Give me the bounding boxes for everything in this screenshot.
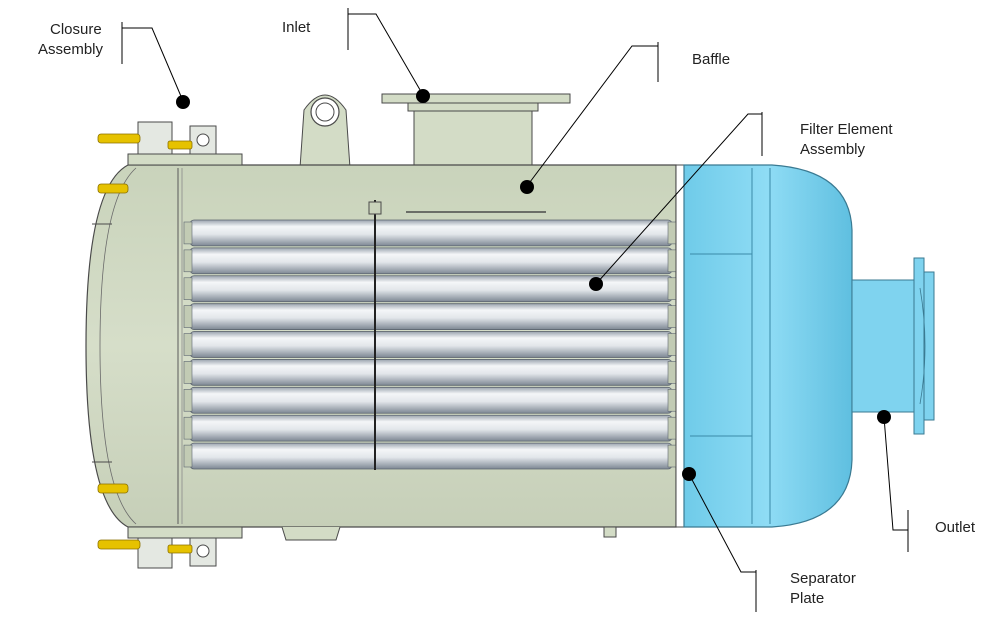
callout-dot-closure (176, 95, 190, 109)
label-closure-assembly: Closure Assembly (38, 20, 103, 60)
leader-closure (121, 22, 184, 102)
filter-element-end-cap (183, 444, 193, 468)
filter-element-tube (189, 359, 673, 386)
filter-element-tube (189, 386, 673, 414)
label-separator-plate: Separator Plate (790, 569, 856, 609)
callout-dot-outlet (877, 410, 891, 424)
filter-element-tube (189, 442, 673, 470)
leader-baffle (526, 42, 659, 187)
label-closure-line2: Assembly (38, 41, 104, 58)
filter-element-end-cap (667, 333, 677, 356)
filter-element-tube (189, 331, 673, 358)
label-filter-element-assembly: Filter Element Assembly (800, 120, 893, 160)
leader-separator (688, 473, 757, 612)
label-closure-line1: Closure (50, 21, 102, 38)
filter-element-end-cap (183, 389, 193, 412)
filter-element-tube (189, 247, 673, 275)
label-separator-line1: Separator (790, 570, 856, 587)
filter-element-end-cap (183, 249, 193, 273)
filter-element-end-cap (667, 416, 677, 440)
filter-element-end-cap (667, 361, 677, 384)
label-baffle: Baffle (692, 51, 731, 68)
filter-element-tube (189, 219, 673, 247)
filter-element-assembly (183, 219, 677, 470)
label-outlet: Outlet (935, 519, 976, 536)
filter-element-end-cap (667, 249, 677, 273)
filter-element-end-cap (667, 389, 677, 412)
label-separator-line2: Plate (790, 590, 825, 607)
closure-assembly (92, 121, 243, 569)
filter-element-end-cap (183, 416, 193, 440)
callout-dot-filter (589, 277, 603, 291)
filter-element-end-cap (667, 444, 677, 468)
filter-element-end-cap (183, 361, 193, 384)
filter-element-end-cap (667, 305, 677, 328)
label-filter-line1: Filter Element (800, 121, 893, 138)
filter-element-end-cap (183, 277, 193, 300)
lifting-lug (299, 94, 351, 169)
label-inlet: Inlet (282, 19, 311, 36)
label-filter-line2: Assembly (800, 141, 866, 158)
filter-element-tube (189, 414, 673, 442)
leader-filter (595, 112, 763, 285)
leader-inlet (347, 8, 424, 96)
callout-dot-separator (682, 467, 696, 481)
filter-element-end-cap (667, 221, 677, 245)
callout-dot-inlet (416, 89, 430, 103)
callout-dots (176, 89, 891, 481)
outlet-section (683, 164, 935, 528)
leader-outlet (883, 416, 909, 552)
leader-lines (121, 8, 909, 612)
filter-element-end-cap (667, 277, 677, 300)
filter-element-end-cap (183, 221, 193, 245)
callout-dot-baffle (520, 180, 534, 194)
filter-element-end-cap (183, 305, 193, 328)
filter-element-tube (189, 303, 673, 330)
filter-element-end-cap (183, 333, 193, 356)
center-tie-rod (368, 200, 382, 470)
